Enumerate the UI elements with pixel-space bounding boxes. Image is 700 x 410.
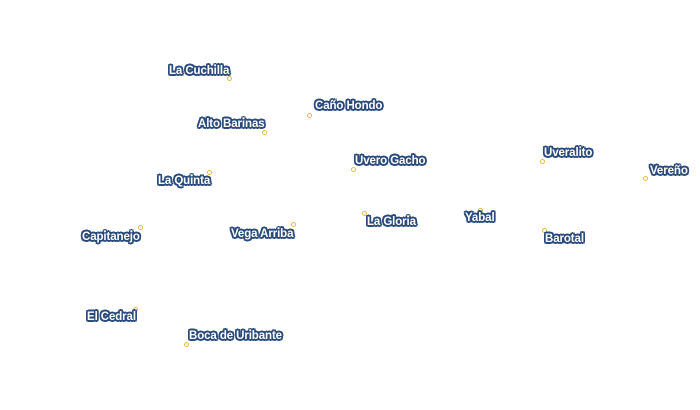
place-marker-vereno[interactable]: [643, 176, 648, 181]
place-label-alto-barinas[interactable]: Alto Barinas: [198, 118, 265, 130]
place-label-yabal[interactable]: Yabal: [465, 212, 495, 224]
place-marker-barotal[interactable]: [542, 228, 547, 233]
place-label-uveralito[interactable]: Uveralito: [544, 147, 593, 159]
place-marker-el-cedral[interactable]: [133, 307, 138, 312]
place-marker-uveralito[interactable]: [540, 159, 545, 164]
place-marker-boca-de-uribante[interactable]: [184, 342, 189, 347]
place-label-vereno[interactable]: Vereño: [650, 165, 688, 177]
place-label-cano-hondo[interactable]: Caño Hondo: [315, 100, 383, 112]
place-marker-vega-arriba[interactable]: [291, 222, 296, 227]
place-marker-alto-barinas[interactable]: [262, 130, 267, 135]
place-marker-yabal[interactable]: [478, 208, 483, 213]
place-label-la-cuchilla[interactable]: La Cuchilla: [169, 65, 230, 77]
place-marker-la-cuchilla[interactable]: [227, 76, 232, 81]
place-label-capitanejo[interactable]: Capitanejo: [82, 231, 140, 243]
place-label-vega-arriba[interactable]: Vega Arriba: [231, 228, 294, 240]
place-label-la-gloria[interactable]: La Gloria: [367, 216, 416, 228]
place-marker-la-quinta[interactable]: [207, 170, 212, 175]
place-label-el-cedral[interactable]: El Cedral: [87, 311, 136, 323]
place-label-uvero-gacho[interactable]: Uvero Gacho: [355, 155, 426, 167]
place-marker-la-gloria[interactable]: [362, 211, 367, 216]
place-marker-uvero-gacho[interactable]: [351, 167, 356, 172]
place-marker-capitanejo[interactable]: [138, 225, 143, 230]
place-label-barotal[interactable]: Barotal: [545, 233, 584, 245]
place-label-boca-de-uribante[interactable]: Boca de Uribante: [189, 330, 282, 342]
place-marker-cano-hondo[interactable]: [307, 113, 312, 118]
place-label-la-quinta[interactable]: La Quinta: [158, 175, 211, 187]
